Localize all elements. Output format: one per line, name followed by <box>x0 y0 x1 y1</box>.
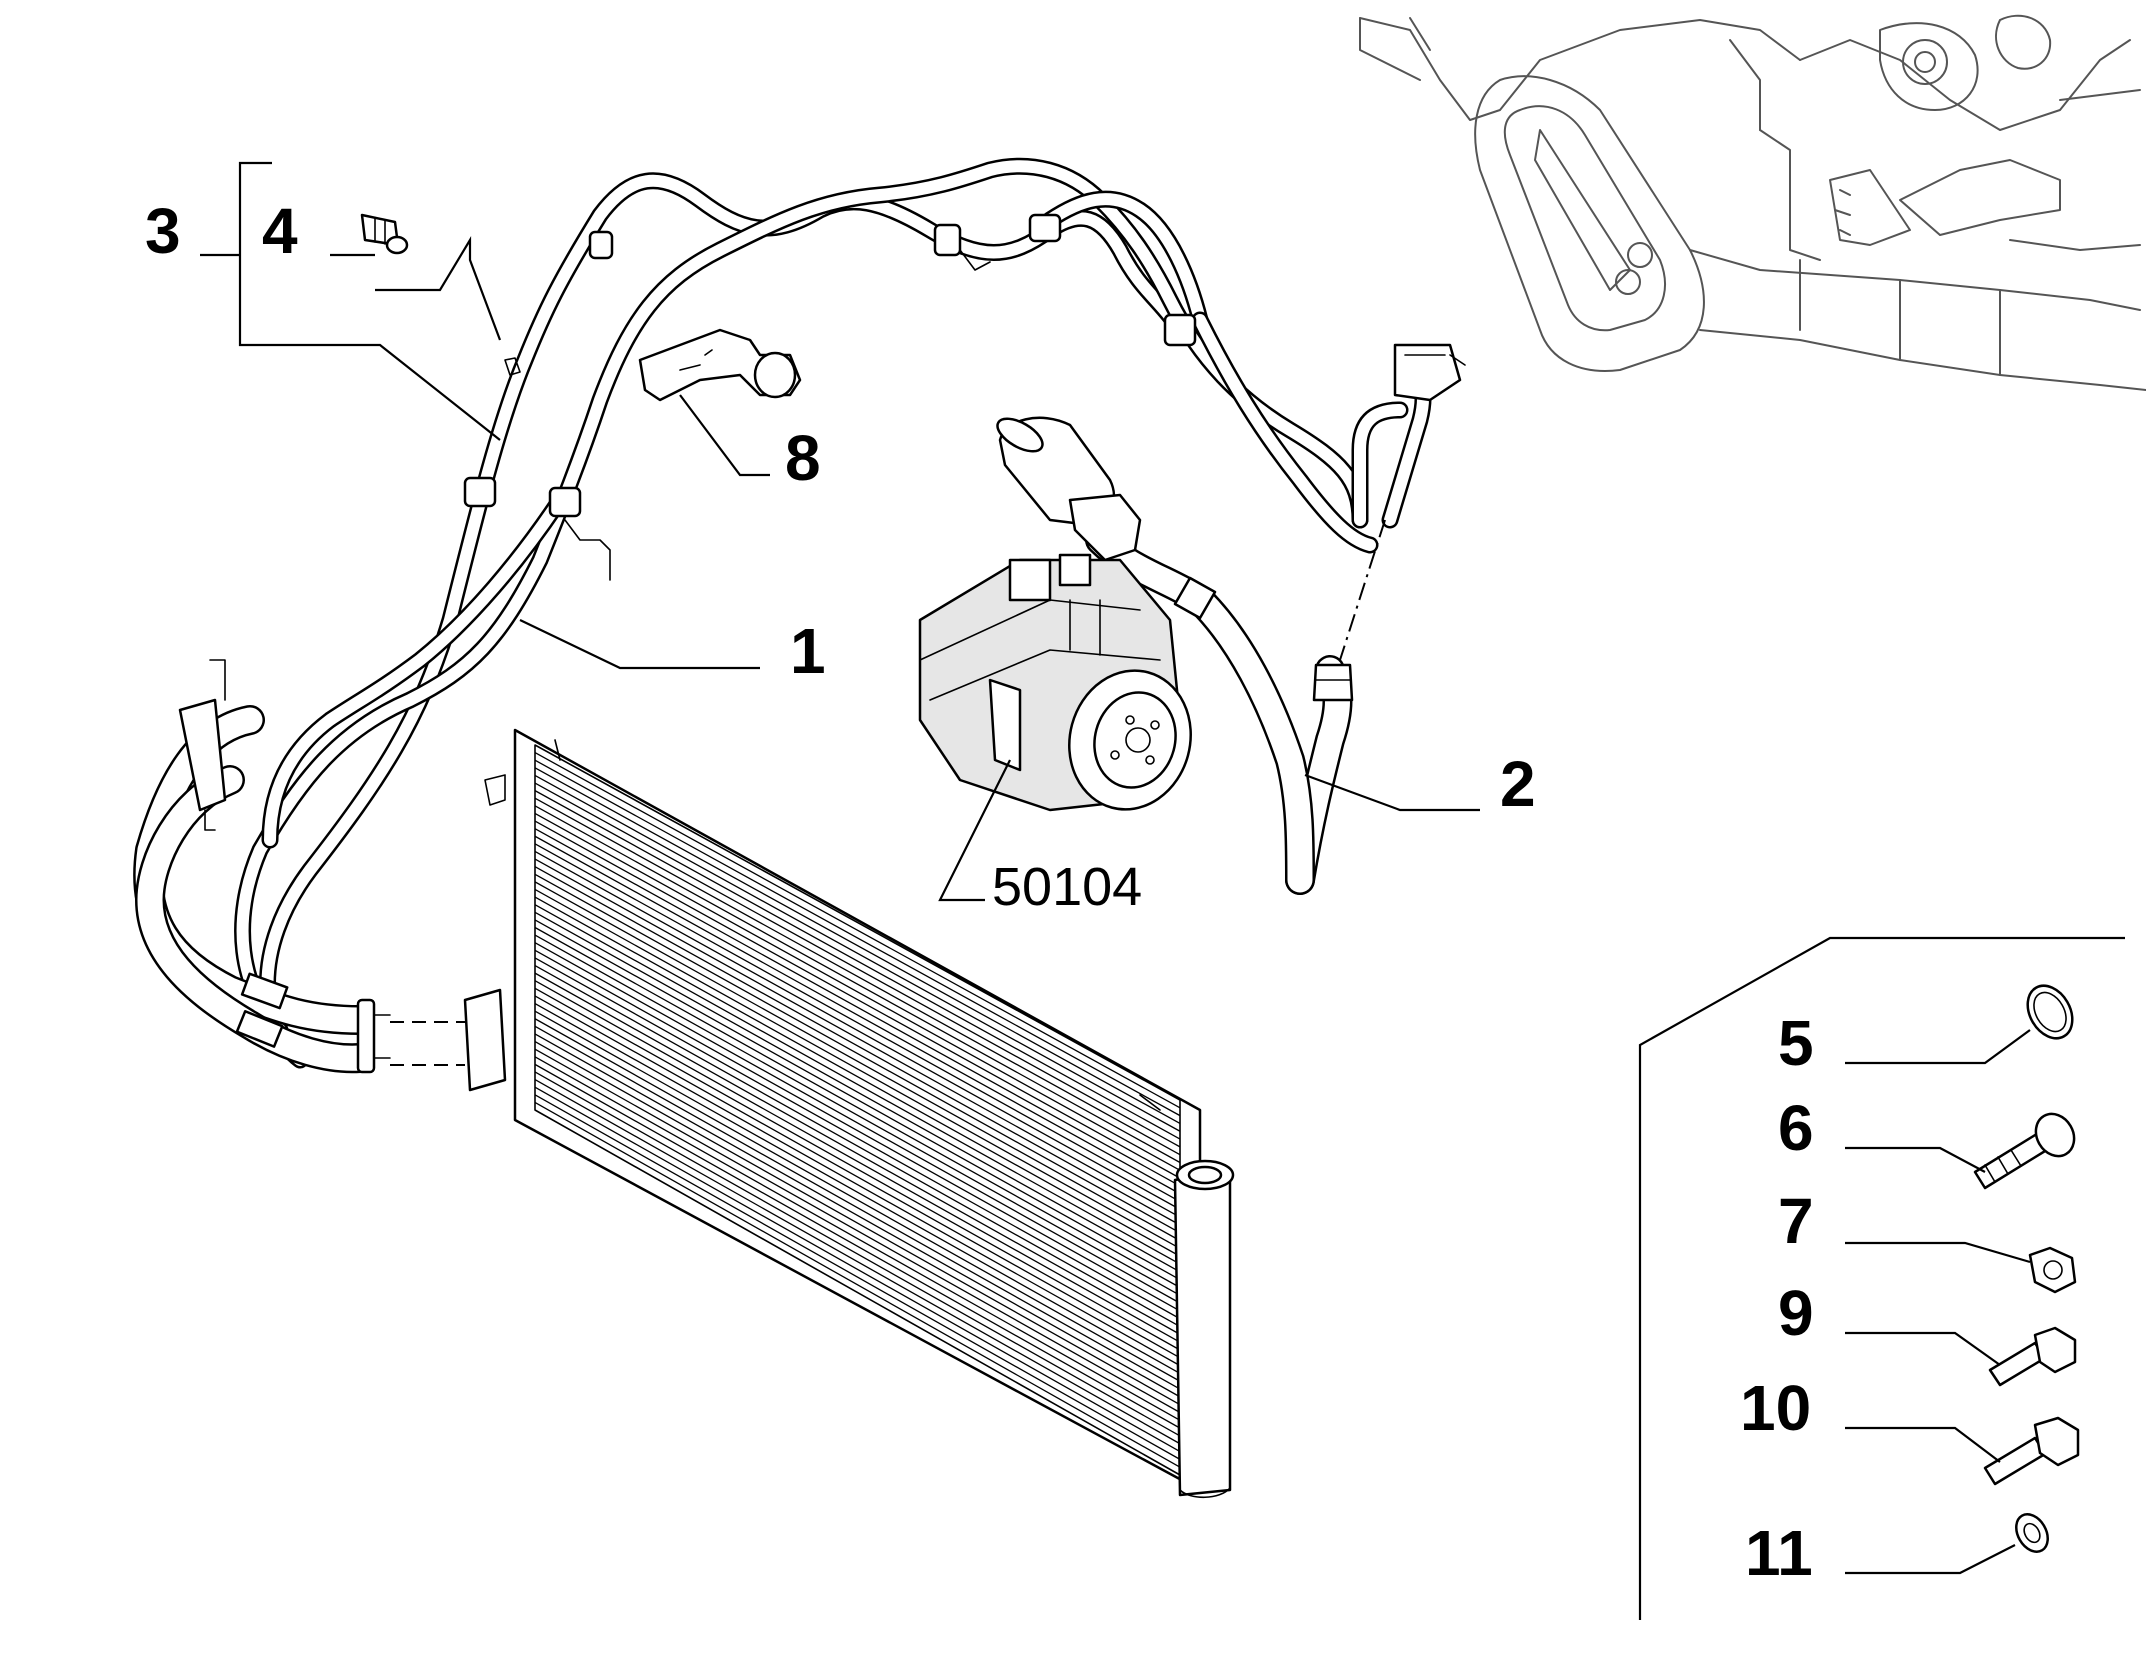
condenser-fin-line <box>534 850 1181 1210</box>
engine-block-outline <box>1359 14 2146 391</box>
condenser-fin-line <box>534 820 1181 1179</box>
condenser-fin-line <box>534 949 1181 1312</box>
condenser-fin-line <box>534 828 1181 1187</box>
ac-compressor <box>918 553 1192 812</box>
condenser-fin-line <box>534 1002 1181 1367</box>
receiver-drier <box>996 416 1142 621</box>
condenser-fin-line <box>534 881 1181 1242</box>
condenser-fin-line <box>534 896 1181 1257</box>
condenser-fin-line <box>534 1056 1181 1421</box>
condenser-fin-line <box>534 1094 1181 1460</box>
condenser-fins <box>534 752 1181 1468</box>
hose-2 <box>1085 343 1466 895</box>
callout-compressor-ref: 50104 <box>992 857 1142 917</box>
condenser-fin-line <box>534 797 1181 1156</box>
condenser-fin-line <box>534 934 1181 1296</box>
condenser-fin-line <box>534 1071 1181 1437</box>
condenser-fin-line <box>534 1079 1181 1445</box>
callout-2: 2 <box>1500 748 1536 820</box>
condenser-fin-line <box>534 1086 1181 1453</box>
condenser-fin-line <box>534 835 1181 1195</box>
callout-4: 4 <box>262 195 298 267</box>
fastener-panel <box>1845 984 2080 1575</box>
condenser-fin-line <box>534 888 1181 1250</box>
pipe-clips <box>463 213 1197 581</box>
callout-5: 5 <box>1778 1007 1814 1079</box>
condenser-fin-line <box>534 987 1181 1351</box>
callout-7: 7 <box>1778 1185 1814 1257</box>
condenser-fin-line <box>534 1063 1181 1429</box>
condenser-fin-line <box>534 964 1181 1328</box>
condenser-fin-line <box>534 980 1181 1343</box>
callout-3: 3 <box>145 195 181 267</box>
condenser-fin-line <box>534 759 1181 1117</box>
leader-lines <box>200 161 2125 1620</box>
condenser-fin-line <box>534 1018 1181 1382</box>
callout-11: 11 <box>1745 1517 1813 1589</box>
condenser-fin-line <box>534 1101 1181 1468</box>
condenser-fin-line <box>534 1048 1181 1414</box>
callout-9: 9 <box>1778 1277 1814 1349</box>
pressure-switch-4 <box>360 213 521 376</box>
condenser-fin-line <box>534 926 1181 1289</box>
condenser-fin-line <box>534 767 1181 1125</box>
condenser-fin-line <box>534 1025 1181 1390</box>
condenser-fin-line <box>534 843 1181 1203</box>
condenser-fin-line <box>534 774 1181 1132</box>
condenser-fin-line <box>534 752 1181 1109</box>
condenser-fin-line <box>534 805 1181 1164</box>
condenser-fin-line <box>534 790 1181 1148</box>
callout-6: 6 <box>1778 1092 1814 1164</box>
condenser-fin-line <box>534 1010 1181 1375</box>
condenser-fin-line <box>534 972 1181 1335</box>
callout-8: 8 <box>785 422 821 494</box>
condenser-fin-line <box>534 812 1181 1171</box>
condenser-fin-line <box>534 904 1181 1265</box>
condenser-fin-line <box>534 858 1181 1218</box>
condenser <box>463 728 1235 1499</box>
bracket-8 <box>638 328 802 402</box>
condenser-fin-line <box>534 957 1181 1320</box>
condenser-fin-line <box>534 911 1181 1273</box>
condenser-fin-line <box>534 1033 1181 1398</box>
condenser-pipe-bundle <box>133 659 465 1074</box>
condenser-fin-line <box>534 1040 1181 1406</box>
condenser-fin-line <box>534 782 1181 1140</box>
condenser-fin-line <box>534 866 1181 1226</box>
condenser-fin-line <box>534 919 1181 1281</box>
callout-10: 10 <box>1740 1372 1811 1444</box>
condenser-fin-line <box>534 873 1181 1234</box>
condenser-fin-line <box>534 942 1181 1304</box>
condenser-fin-line <box>534 995 1181 1359</box>
callout-1: 1 <box>790 615 826 687</box>
